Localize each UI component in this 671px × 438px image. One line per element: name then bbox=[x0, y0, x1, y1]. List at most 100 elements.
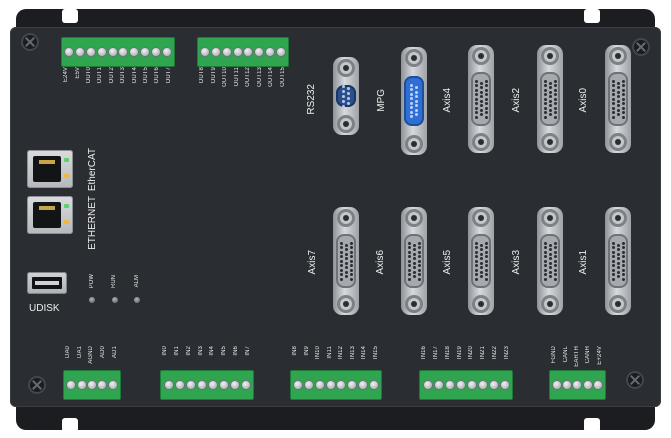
mount-screw-icon bbox=[337, 59, 355, 77]
terminal-block-in16-23[interactable] bbox=[419, 370, 513, 400]
mount-screw-icon bbox=[337, 295, 355, 313]
terminal-screw-icon[interactable] bbox=[212, 48, 221, 56]
terminal-screw-icon[interactable] bbox=[265, 48, 274, 56]
terminal-screw-icon[interactable] bbox=[175, 381, 184, 389]
axis2-label: Axis2 bbox=[511, 88, 522, 113]
terminal-pin-label: IN17 bbox=[433, 346, 440, 360]
connector-shell bbox=[608, 234, 628, 288]
terminal-screw-icon[interactable] bbox=[230, 381, 239, 389]
ethercat-port[interactable] bbox=[27, 150, 73, 188]
terminal-screw-icon[interactable] bbox=[593, 381, 602, 389]
terminal-pin-label: IN20 bbox=[468, 346, 475, 360]
terminal-pin-label: AD0 bbox=[100, 346, 107, 358]
terminal-screw-icon[interactable] bbox=[563, 381, 572, 389]
ethernet-port[interactable] bbox=[27, 196, 73, 234]
mount-screw-icon bbox=[609, 209, 627, 227]
terminal-block-power[interactable] bbox=[549, 370, 606, 400]
terminal-screw-icon[interactable] bbox=[255, 48, 264, 56]
terminal-screw-icon[interactable] bbox=[456, 381, 465, 389]
terminal-screw-icon[interactable] bbox=[478, 381, 487, 389]
udisk-usb-port[interactable] bbox=[27, 272, 67, 294]
terminal-screw-icon[interactable] bbox=[197, 381, 206, 389]
run-label: RUN bbox=[111, 275, 117, 288]
terminal-screw-icon[interactable] bbox=[553, 381, 562, 389]
terminal-screw-icon[interactable] bbox=[326, 381, 335, 389]
terminal-screw-icon[interactable] bbox=[222, 48, 231, 56]
terminal-screw-icon[interactable] bbox=[241, 381, 250, 389]
terminal-screw-icon[interactable] bbox=[244, 48, 253, 56]
mpg-connector[interactable] bbox=[401, 47, 427, 155]
terminal-block-in0-7[interactable] bbox=[160, 370, 254, 400]
axis0-connector[interactable] bbox=[605, 45, 631, 153]
terminal-screw-icon[interactable] bbox=[276, 48, 285, 56]
terminal-pin-label: IN22 bbox=[491, 346, 498, 360]
terminal-pin-label: IN18 bbox=[444, 346, 451, 360]
axis7-connector[interactable] bbox=[333, 207, 359, 315]
terminal-screw-icon[interactable] bbox=[98, 381, 107, 389]
terminal-screw-icon[interactable] bbox=[489, 381, 498, 389]
mount-screw-icon bbox=[609, 133, 627, 151]
terminal-screw-icon[interactable] bbox=[423, 381, 432, 389]
terminal-screw-icon[interactable] bbox=[434, 381, 443, 389]
terminal-screw-icon[interactable] bbox=[208, 381, 217, 389]
terminal-screw-icon[interactable] bbox=[445, 381, 454, 389]
terminal-screw-icon[interactable] bbox=[348, 381, 357, 389]
terminal-pin-label: IN6 bbox=[232, 346, 239, 356]
terminal-screw-icon[interactable] bbox=[130, 48, 139, 56]
terminal-pin-label: OUT5 bbox=[142, 67, 149, 84]
axis0-label: Axis0 bbox=[578, 88, 589, 113]
terminal-block-analog[interactable] bbox=[63, 370, 121, 400]
terminal-screw-icon[interactable] bbox=[467, 381, 476, 389]
terminal-screw-icon[interactable] bbox=[186, 381, 195, 389]
axis1-connector[interactable] bbox=[605, 207, 631, 315]
axis2-connector[interactable] bbox=[537, 45, 563, 153]
mount-screw-icon bbox=[405, 49, 423, 67]
terminal-screw-icon[interactable] bbox=[76, 48, 85, 56]
terminal-screw-icon[interactable] bbox=[67, 381, 76, 389]
terminal-block-out8-15[interactable] bbox=[197, 37, 289, 67]
terminal-screw-icon[interactable] bbox=[97, 48, 106, 56]
terminal-screw-icon[interactable] bbox=[219, 381, 228, 389]
terminal-screw-icon[interactable] bbox=[108, 48, 117, 56]
terminal-pin-label: IN3 bbox=[197, 346, 204, 356]
terminal-pin-label: IN0 bbox=[162, 346, 169, 356]
terminal-screw-icon[interactable] bbox=[151, 48, 160, 56]
terminal-screw-icon[interactable] bbox=[337, 381, 346, 389]
mount-screw-icon bbox=[472, 295, 490, 313]
axis3-connector[interactable] bbox=[537, 207, 563, 315]
terminal-screw-icon[interactable] bbox=[305, 381, 314, 389]
connector-shell bbox=[471, 72, 491, 126]
axis6-label: Axis6 bbox=[375, 250, 386, 275]
terminal-screw-icon[interactable] bbox=[162, 48, 171, 56]
terminal-screw-icon[interactable] bbox=[573, 381, 582, 389]
axis4-connector[interactable] bbox=[468, 45, 494, 153]
mount-screw-icon bbox=[405, 135, 423, 153]
terminal-pin-label: E5V bbox=[74, 67, 81, 79]
terminal-block-in8-15[interactable] bbox=[290, 370, 382, 400]
terminal-pin-label: IN16 bbox=[421, 346, 428, 360]
terminal-screw-icon[interactable] bbox=[315, 381, 324, 389]
terminal-screw-icon[interactable] bbox=[140, 48, 149, 56]
terminal-screw-icon[interactable] bbox=[119, 48, 128, 56]
rs232-connector[interactable] bbox=[333, 57, 359, 135]
terminal-screw-icon[interactable] bbox=[86, 48, 95, 56]
terminal-screw-icon[interactable] bbox=[108, 381, 117, 389]
terminal-pin-label: OUT2 bbox=[108, 67, 115, 84]
terminal-pin-label: AGND bbox=[88, 346, 95, 364]
terminal-screw-icon[interactable] bbox=[65, 48, 74, 56]
terminal-screw-icon[interactable] bbox=[233, 48, 242, 56]
terminal-screw-icon[interactable] bbox=[583, 381, 592, 389]
axis5-connector[interactable] bbox=[468, 207, 494, 315]
terminal-screw-icon[interactable] bbox=[358, 381, 367, 389]
terminal-screw-icon[interactable] bbox=[294, 381, 303, 389]
mount-screw-icon bbox=[609, 47, 627, 65]
terminal-block-out0-7[interactable] bbox=[61, 37, 175, 67]
terminal-screw-icon[interactable] bbox=[500, 381, 509, 389]
terminal-screw-icon[interactable] bbox=[87, 381, 96, 389]
terminal-screw-icon[interactable] bbox=[369, 381, 378, 389]
terminal-screw-icon[interactable] bbox=[164, 381, 173, 389]
terminal-pin-label: IN4 bbox=[209, 346, 216, 356]
axis6-connector[interactable] bbox=[401, 207, 427, 315]
terminal-screw-icon[interactable] bbox=[201, 48, 210, 56]
terminal-screw-icon[interactable] bbox=[77, 381, 86, 389]
